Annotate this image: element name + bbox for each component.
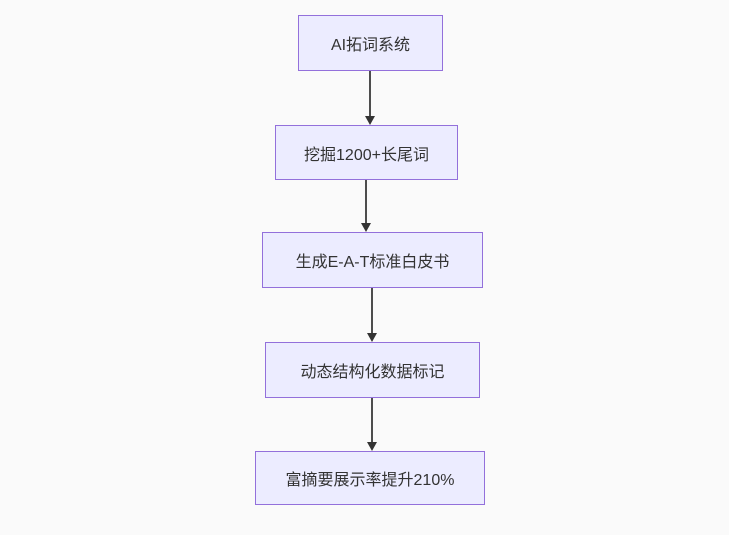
node-label: 生成E-A-T标准白皮书 (295, 254, 450, 271)
flowchart-node-eat-whitepaper-generation: 生成E-A-T标准白皮书 (262, 232, 483, 288)
arrow-line (369, 71, 371, 116)
node-label: 动态结构化数据标记 (300, 364, 445, 381)
flow-arrow-1 (364, 71, 376, 125)
arrowhead-down-icon (367, 442, 377, 451)
flowchart-node-dynamic-structured-data-markup: 动态结构化数据标记 (265, 342, 480, 398)
arrowhead-down-icon (361, 223, 371, 232)
flowchart-node-ai-word-expansion-system: AI拓词系统 (298, 15, 443, 71)
node-label: 挖掘1200+长尾词 (304, 146, 429, 164)
arrow-line (371, 398, 373, 442)
arrowhead-down-icon (367, 333, 377, 342)
node-label: AI拓词系统 (330, 37, 411, 54)
flow-arrow-4 (366, 398, 378, 451)
flowchart-node-longtail-keyword-mining: 挖掘1200+长尾词 (275, 125, 458, 180)
arrowhead-down-icon (365, 116, 375, 125)
flowchart-node-rich-snippet-rate-increase: 富摘要展示率提升210% (255, 451, 485, 505)
flow-arrow-2 (360, 180, 372, 232)
arrow-line (365, 180, 367, 223)
node-label: 富摘要展示率提升210% (285, 472, 455, 489)
flow-arrow-3 (366, 288, 378, 342)
arrow-line (371, 288, 373, 333)
